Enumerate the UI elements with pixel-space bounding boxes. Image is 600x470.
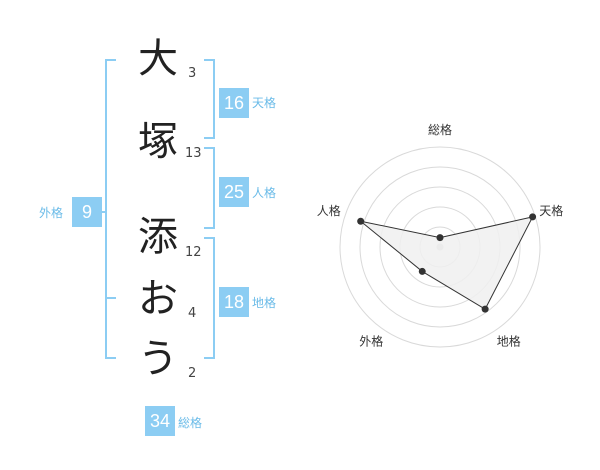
stroke-count-5: 2	[188, 366, 197, 381]
radar-axis-label-2: 天格	[539, 203, 563, 218]
radar-series-polygon	[360, 216, 534, 310]
radar-ring	[359, 166, 521, 328]
radar-points	[357, 213, 537, 313]
chikaku-badge: 18	[219, 287, 249, 317]
radar-axis-label-1: 総格	[428, 122, 452, 137]
radar-point-1	[436, 234, 444, 242]
radar-point-2	[529, 213, 537, 221]
soukaku-label: 総格	[178, 416, 203, 430]
gaikaku-badge: 9	[72, 197, 102, 227]
radar-ring	[339, 146, 541, 348]
stroke-count-1: 3	[188, 66, 197, 81]
soukaku-badge: 34	[145, 406, 175, 436]
name-char-4: お	[138, 276, 178, 322]
tenkaku-bracket	[204, 59, 215, 139]
stroke-count-4: 4	[188, 306, 197, 321]
radar-series	[360, 216, 534, 310]
name-char-1: 大	[138, 36, 178, 82]
radar-axis-label-5: 人格	[317, 203, 341, 218]
radar-point-5	[357, 217, 365, 225]
jinkaku-badge: 25	[219, 177, 249, 207]
jinkaku-label: 人格	[252, 186, 277, 200]
stroke-count-2: 13	[185, 146, 202, 161]
radar-point-4	[418, 267, 426, 275]
radar-axis-label-3: 地格	[497, 334, 521, 349]
radar-axis-label-4: 外格	[359, 334, 383, 349]
name-char-3: 添	[138, 214, 178, 260]
jinkaku-bracket	[204, 147, 215, 229]
tenkaku-label: 天格	[252, 96, 277, 110]
gaikaku-bracket	[105, 59, 116, 359]
name-char-5: う	[138, 336, 178, 382]
name-char-2: 塚	[138, 119, 178, 165]
tenkaku-badge: 16	[219, 88, 249, 118]
radar-point-3	[481, 305, 489, 313]
chikaku-bracket	[204, 237, 215, 359]
chikaku-label: 地格	[252, 296, 277, 310]
gaikaku-label: 外格	[39, 206, 64, 220]
stroke-count-3: 12	[185, 245, 202, 260]
